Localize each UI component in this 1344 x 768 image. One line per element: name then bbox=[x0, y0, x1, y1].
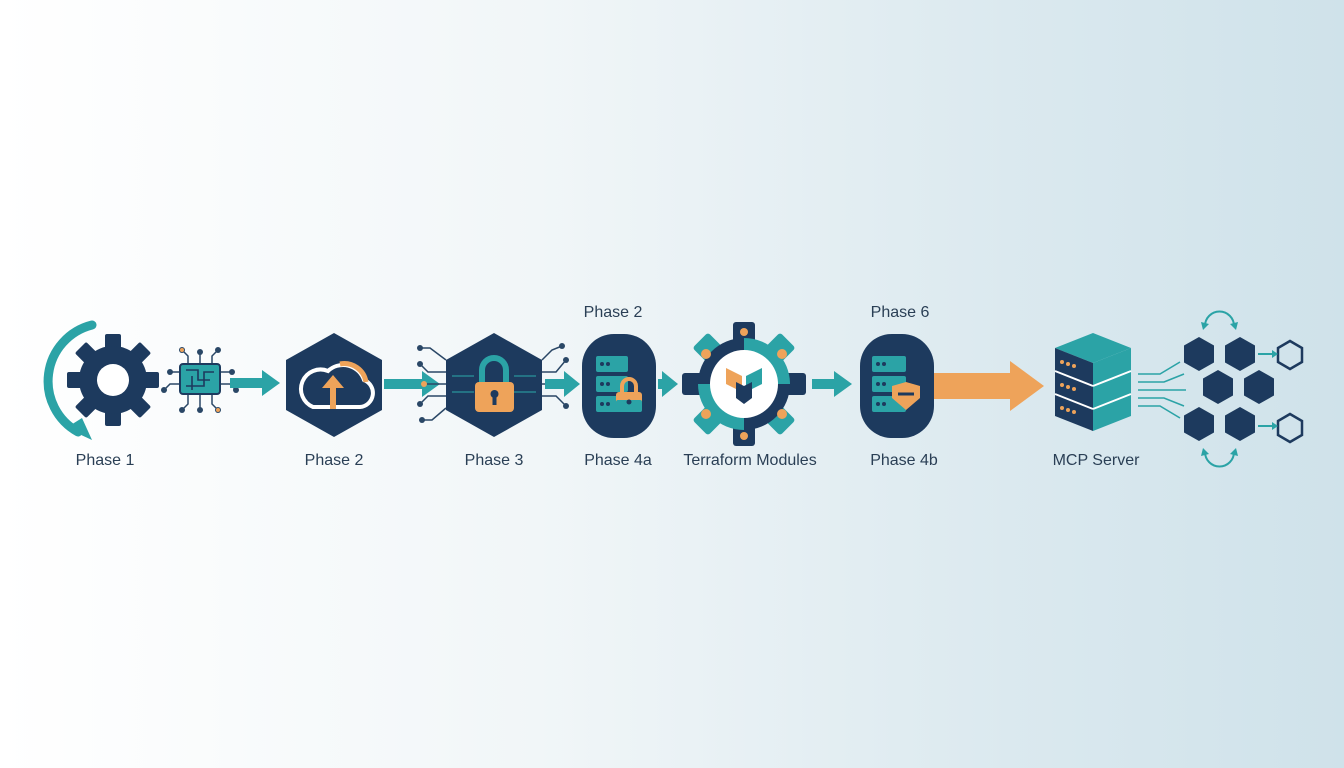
circuit-chip-icon bbox=[161, 347, 239, 413]
flow-arrow bbox=[658, 371, 678, 397]
label-phase-4b-top: Phase 6 bbox=[870, 304, 930, 321]
label-terraform-modules: Terraform Modules bbox=[683, 452, 817, 469]
label-mcp-server: MCP Server bbox=[1052, 452, 1140, 469]
server-stack-icon bbox=[1054, 333, 1186, 431]
flow-arrow-large bbox=[926, 361, 1044, 411]
label-phase-3: Phase 3 bbox=[464, 452, 524, 469]
flow-arrow bbox=[230, 370, 280, 396]
padlock-icon bbox=[417, 333, 569, 437]
cloud-upload-icon bbox=[286, 333, 382, 437]
server-shield-icon bbox=[860, 334, 934, 438]
gear-cycle-icon bbox=[43, 320, 159, 440]
flow-arrow bbox=[545, 371, 580, 397]
flow-arrow bbox=[812, 371, 852, 397]
label-phase-4b: Phase 4b bbox=[870, 452, 938, 469]
terraform-gear-icon bbox=[682, 322, 806, 446]
hexagon-network-icon bbox=[1184, 310, 1304, 468]
server-lock-icon bbox=[582, 334, 656, 438]
label-phase-4a: Phase 4a bbox=[584, 452, 652, 469]
label-phase-4a-top: Phase 2 bbox=[583, 304, 643, 321]
label-phase-2: Phase 2 bbox=[304, 452, 364, 469]
label-phase-1: Phase 1 bbox=[75, 452, 135, 469]
